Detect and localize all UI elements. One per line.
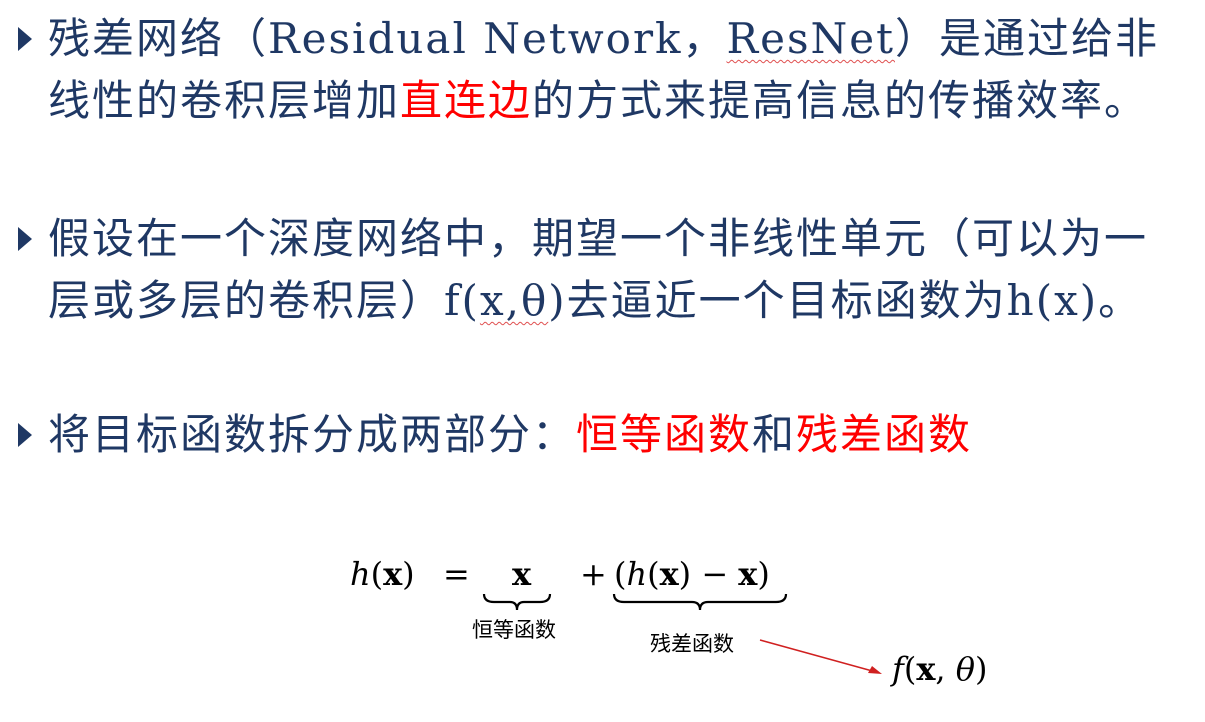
- bullet-1-part-5: 的方式来提高信息的传播效率。: [532, 76, 1149, 125]
- eq-x: x: [659, 555, 679, 593]
- eq-paren: (: [614, 555, 627, 593]
- eq-h: h: [626, 555, 648, 593]
- bullet-3-and: 和: [752, 410, 797, 459]
- identity-underbrace: [482, 593, 552, 611]
- eq-minus: −: [701, 555, 729, 593]
- eq-x: x: [738, 555, 758, 593]
- bullet-item-2: 假设在一个深度网络中，期望一个非线性单元（可以为一层或多层的卷积层）f(x,θ)…: [18, 208, 1188, 332]
- arrow-icon: [759, 639, 882, 674]
- bullet-1-part-3: ）是通过给非线性的卷积层增加: [48, 14, 1160, 125]
- eq-identity-x: x: [512, 555, 532, 593]
- bullet-item-1: 残差网络（Residual Network，ResNet）是通过给非线性的卷积层…: [18, 8, 1188, 132]
- bullet-1-resnet: ResNet: [726, 14, 895, 63]
- residual-label: 残差函数: [650, 632, 734, 656]
- eq-comma: ,: [935, 650, 956, 688]
- eq-x: x: [383, 555, 403, 593]
- identity-label: 恒等函数: [472, 618, 556, 642]
- triangle-right-icon: [18, 8, 36, 70]
- bullet-3-part-1: 将目标函数拆分成两部分：: [48, 410, 577, 459]
- eq-theta: θ: [955, 650, 976, 688]
- eq-h: h: [350, 555, 371, 593]
- eq-equals: =: [443, 555, 470, 593]
- bullet-text-2: 假设在一个深度网络中，期望一个非线性单元（可以为一层或多层的卷积层）f(x,θ)…: [48, 208, 1188, 332]
- equation-lhs: h(x): [350, 555, 415, 593]
- eq-paren: ): [757, 555, 770, 593]
- eq-paren: (: [647, 555, 660, 593]
- bullet-item-3: 将目标函数拆分成两部分：恒等函数和残差函数: [18, 404, 1188, 466]
- bullet-text-3: 将目标函数拆分成两部分：恒等函数和残差函数: [48, 404, 1188, 466]
- residual-underbrace: [612, 593, 788, 611]
- bullet-1-highlight: 直连边: [400, 76, 533, 125]
- eq-plus: +: [580, 555, 607, 593]
- eq-paren: ): [402, 555, 415, 593]
- eq-f: f: [892, 650, 904, 688]
- triangle-right-icon: [18, 208, 36, 270]
- bullet-3-residual: 残差函数: [796, 410, 973, 459]
- bullet-3-identity: 恒等函数: [576, 410, 753, 459]
- eq-paren: ): [975, 650, 988, 688]
- eq-paren: (: [903, 650, 917, 688]
- eq-residual: (h(x) − x): [614, 555, 770, 593]
- bullet-1-part-1: 残差网络（Residual Network，: [48, 14, 727, 63]
- eq-x: x: [916, 650, 936, 688]
- eq-paren: (: [370, 555, 384, 593]
- bullet-2-params: x,θ: [479, 276, 549, 325]
- bullet-2-part-1: 假设在一个深度网络中，期望一个非线性单元（可以为一层或多层的卷积层）f(: [48, 214, 1149, 325]
- bullet-text-1: 残差网络（Residual Network，ResNet）是通过给非线性的卷积层…: [48, 8, 1188, 132]
- eq-f-theta: f(x, θ): [892, 650, 988, 688]
- eq-paren: ): [678, 555, 692, 593]
- bullet-2-part-3: )去逼近一个目标函数为h(x)。: [548, 276, 1143, 325]
- triangle-right-icon: [18, 404, 36, 466]
